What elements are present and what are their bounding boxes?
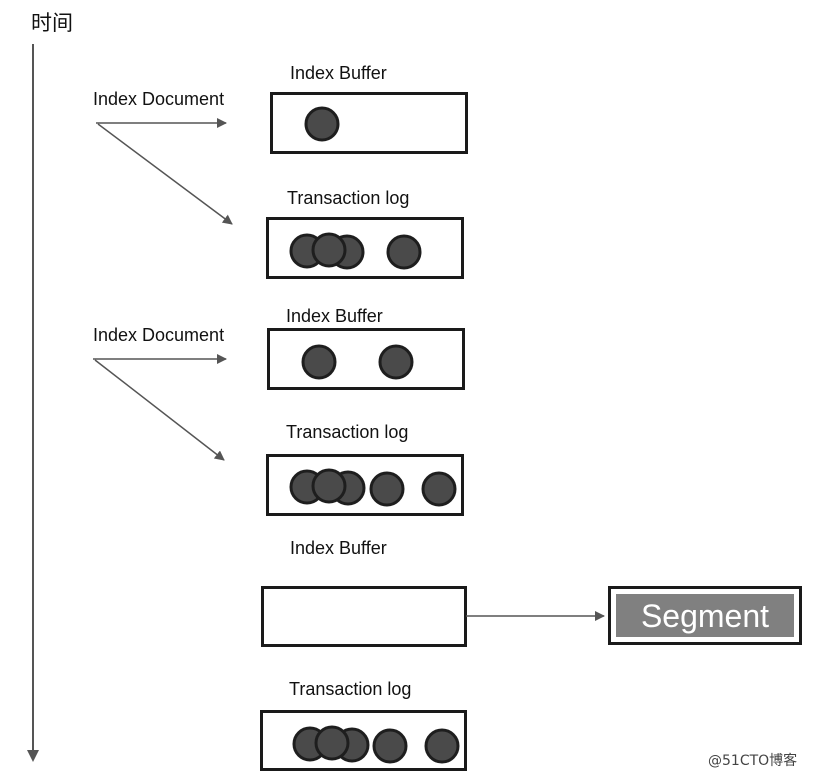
index-document-label-2: Index Document [93,325,225,345]
segment-label: Segment [616,594,794,637]
transaction-log-label-2: Transaction log [286,422,409,442]
index-document-arrow-to-log-1 [97,123,233,225]
index-buffer-box-1 [270,92,468,154]
watermark: @51CTO博客 [708,753,798,769]
log-3-entries [292,725,460,764]
time-axis-label: 时间 [31,11,73,35]
document-circle [386,234,422,270]
document-circle [421,471,457,507]
document-circle [378,344,414,380]
log-1-entries [289,232,422,270]
document-circle [304,106,340,142]
index-buffer-label-1: Index Buffer [290,63,387,83]
index-buffer-label-2: Index Buffer [286,306,383,326]
buffer-1-documents [304,106,340,142]
buffer-2-documents [301,344,414,380]
index-document-label-1: Index Document [93,89,225,109]
log-2-entries [289,468,457,507]
document-circle [311,468,347,504]
index-buffer-box-3 [261,586,467,647]
index-buffer-box-2 [267,328,465,390]
document-circle [424,728,460,764]
index-document-arrow-to-log-2 [94,359,225,461]
index-buffer-label-3: Index Buffer [290,538,387,558]
document-circle [372,728,408,764]
document-circle [301,344,337,380]
document-circle [314,725,350,761]
transaction-log-label-1: Transaction log [287,188,410,208]
document-circle [369,471,405,507]
time-axis-arrowhead [27,750,39,762]
document-circle [311,232,347,268]
segment-box: Segment [608,586,802,645]
transaction-log-label-3: Transaction log [289,679,412,699]
